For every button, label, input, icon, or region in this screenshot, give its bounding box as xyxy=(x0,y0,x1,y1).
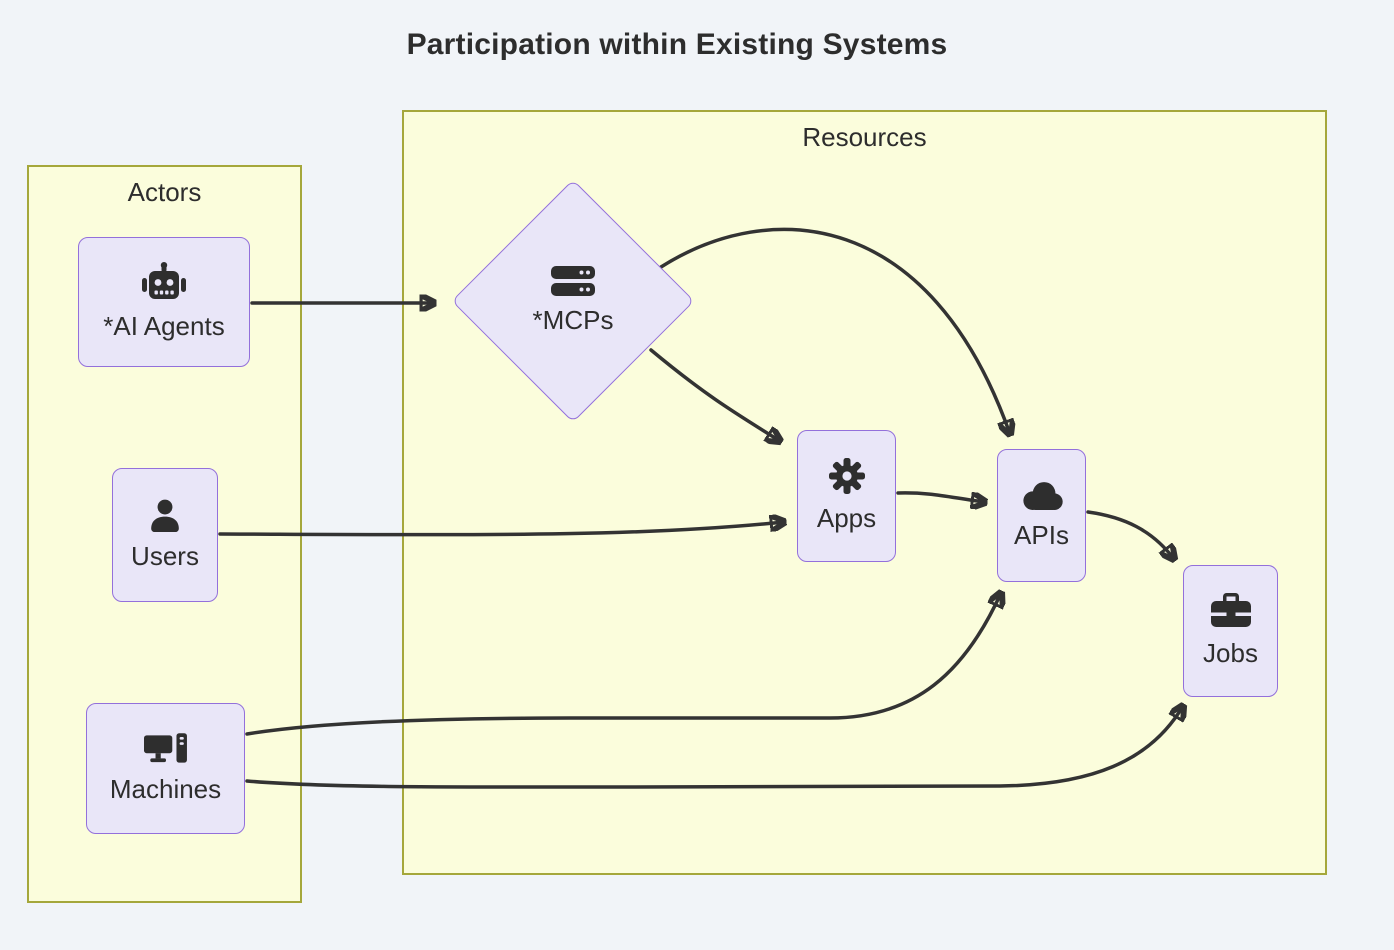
computer-icon xyxy=(143,732,188,765)
briefcase-icon xyxy=(1210,593,1251,629)
node-ai-agents: *AI Agents xyxy=(78,237,250,367)
node-label: APIs xyxy=(1014,520,1069,550)
node-label: Jobs xyxy=(1203,638,1258,668)
gear-icon xyxy=(828,458,865,494)
node-apps: Apps xyxy=(797,430,896,562)
resources-group-label: Resources xyxy=(802,122,927,152)
node-label: Apps xyxy=(816,503,877,533)
cloud-icon xyxy=(1019,480,1065,511)
node-label: *AI Agents xyxy=(103,311,225,341)
node-apis: APIs xyxy=(997,449,1086,582)
node-label: Machines xyxy=(109,773,222,804)
node-mcps: *MCPs xyxy=(493,249,653,353)
robot-icon xyxy=(141,262,187,302)
server-icon xyxy=(551,266,595,296)
node-users: Users xyxy=(112,468,218,602)
node-label: *MCPs xyxy=(532,305,614,335)
actors-group-label: Actors xyxy=(127,177,202,207)
node-label: Users xyxy=(131,541,199,571)
user-icon xyxy=(148,498,182,532)
diagram-title: Participation within Existing Systems xyxy=(406,28,948,61)
node-machines: Machines xyxy=(86,703,245,834)
node-jobs: Jobs xyxy=(1183,565,1278,697)
